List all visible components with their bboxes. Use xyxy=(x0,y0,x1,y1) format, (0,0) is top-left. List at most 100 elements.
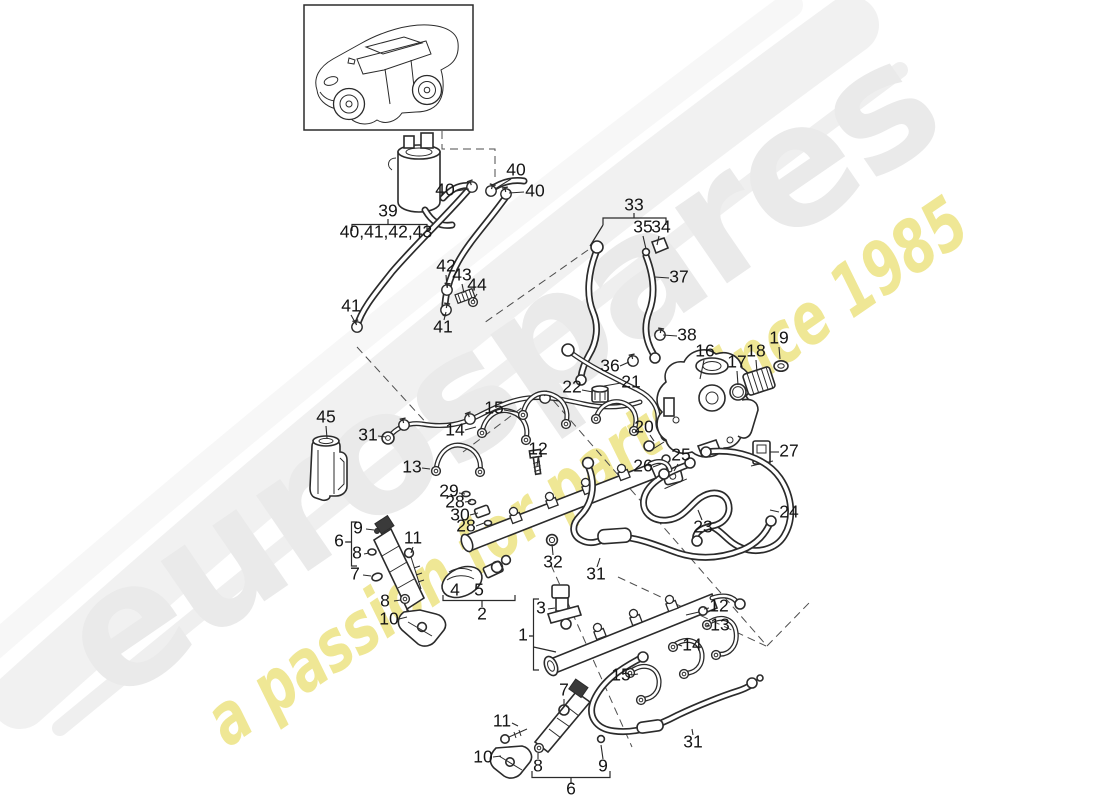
hose-mid-31 xyxy=(574,456,777,558)
leader-line-28 xyxy=(464,500,472,503)
leader-line-16 xyxy=(699,359,705,380)
part-label-37[interactable]: 37 xyxy=(669,267,688,287)
leader-line-14 xyxy=(678,644,683,647)
part-label-24[interactable]: 24 xyxy=(779,502,799,522)
part-label-6[interactable]: 6 xyxy=(566,779,576,799)
part-label-18[interactable]: 18 xyxy=(746,341,765,361)
bracket-6-lower xyxy=(531,771,611,784)
hose-lower-31 xyxy=(592,651,764,734)
leader-line-31 xyxy=(691,728,694,736)
part-label-40[interactable]: 40 xyxy=(525,181,545,201)
part-label-11[interactable]: 11 xyxy=(493,711,511,731)
part-label-41[interactable]: 41 xyxy=(433,317,452,337)
leader-line-40 xyxy=(455,188,470,192)
part-label-40[interactable]: 40 xyxy=(435,180,455,200)
pressure-hoses xyxy=(644,446,791,551)
part-label-7[interactable]: 7 xyxy=(559,680,569,700)
part-label-42[interactable]: 42 xyxy=(436,256,455,276)
part-label-13[interactable]: 13 xyxy=(402,457,421,477)
leader-line-26 xyxy=(652,463,662,468)
part-label-27[interactable]: 27 xyxy=(779,441,798,461)
part-label-23[interactable]: 23 xyxy=(693,517,712,537)
part-label-38[interactable]: 38 xyxy=(677,325,696,345)
part-label-15[interactable]: 15 xyxy=(484,398,503,418)
part-label-15[interactable]: 15 xyxy=(611,665,630,685)
part-label-13[interactable]: 13 xyxy=(710,615,729,635)
part-label-32[interactable]: 32 xyxy=(543,552,562,572)
part-label-36[interactable]: 36 xyxy=(600,356,619,376)
leader-line-7 xyxy=(362,574,372,577)
part-label-34[interactable]: 34 xyxy=(651,217,671,237)
part-label-4[interactable]: 4 xyxy=(450,580,460,600)
part-label-28[interactable]: 28 xyxy=(445,492,464,512)
part-label-14[interactable]: 14 xyxy=(682,635,702,655)
hose-end-fitting xyxy=(746,677,758,689)
watermark-swoosh xyxy=(52,62,908,736)
part-label-2[interactable]: 2 xyxy=(477,604,487,624)
part-label-33[interactable]: 33 xyxy=(624,195,643,215)
part-label-43[interactable]: 43 xyxy=(452,265,471,285)
part-label-30[interactable]: 30 xyxy=(450,505,470,525)
part-label-8[interactable]: 8 xyxy=(380,591,390,611)
fuel-filter-canister xyxy=(397,151,441,213)
part-label-35[interactable]: 35 xyxy=(633,217,652,237)
leader-line-3 xyxy=(547,607,556,610)
part-label-3[interactable]: 3 xyxy=(536,598,546,618)
part-label-6[interactable]: 6 xyxy=(334,531,344,551)
leader-line-38 xyxy=(662,334,678,337)
leader-line-17 xyxy=(736,370,739,386)
part-label-26[interactable]: 26 xyxy=(633,456,652,476)
part-label-12[interactable]: 12 xyxy=(528,439,547,459)
leader-line-40 xyxy=(494,178,512,190)
part-label-1[interactable]: 1 xyxy=(518,625,528,645)
part-label-39[interactable]: 39 xyxy=(378,201,397,221)
part-label-21[interactable]: 21 xyxy=(621,372,640,392)
part-label-12[interactable]: 12 xyxy=(709,596,728,616)
part-label-29[interactable]: 29 xyxy=(439,481,458,501)
part-label-20[interactable]: 20 xyxy=(634,417,654,437)
part-label-31[interactable]: 31 xyxy=(358,425,377,445)
part-label-19[interactable]: 19 xyxy=(769,328,788,348)
filter-element-18 xyxy=(742,366,776,396)
watermark-swoosh xyxy=(0,0,879,729)
part-label-25[interactable]: 25 xyxy=(671,445,690,465)
part-label-40,41,42,43[interactable]: 40,41,42,43 xyxy=(340,222,432,242)
part-label-40[interactable]: 40 xyxy=(506,160,526,180)
seal-9 xyxy=(596,734,606,744)
part-label-45[interactable]: 45 xyxy=(316,407,335,427)
part-label-8[interactable]: 8 xyxy=(533,756,543,776)
nut-8 xyxy=(399,593,411,605)
part-label-31[interactable]: 31 xyxy=(683,732,702,752)
part-label-7[interactable]: 7 xyxy=(350,564,360,584)
part-label-44[interactable]: 44 xyxy=(467,275,487,295)
nut-8 xyxy=(533,742,545,754)
part-label-41[interactable]: 41 xyxy=(341,296,360,316)
seal-35 xyxy=(641,247,651,257)
leader-line-30 xyxy=(469,512,479,516)
part-label-5[interactable]: 5 xyxy=(474,580,484,600)
part-label-28[interactable]: 28 xyxy=(456,516,475,536)
leader-line-35 xyxy=(642,235,647,250)
part-label-9[interactable]: 9 xyxy=(353,518,363,538)
fitting-44 xyxy=(467,296,479,308)
part-label-11[interactable]: 11 xyxy=(404,528,422,548)
part-label-8[interactable]: 8 xyxy=(352,543,362,563)
bracket-2 xyxy=(442,595,516,607)
part-label-31[interactable]: 31 xyxy=(586,564,605,584)
part-label-16[interactable]: 16 xyxy=(695,341,714,361)
leader-line-31 xyxy=(377,435,387,438)
part-label-10[interactable]: 10 xyxy=(379,609,399,629)
part-label-9[interactable]: 9 xyxy=(598,756,608,776)
fuel-filter-assembly xyxy=(349,132,524,335)
part-label-17[interactable]: 17 xyxy=(727,352,746,372)
leader-line-14 xyxy=(464,426,477,431)
part-label-14[interactable]: 14 xyxy=(445,420,465,440)
mount-bracket-45 xyxy=(309,435,348,502)
leader-line-9 xyxy=(600,744,604,760)
part-label-10[interactable]: 10 xyxy=(473,747,493,767)
leader-line-32 xyxy=(551,543,554,556)
part-label-22[interactable]: 22 xyxy=(562,377,581,397)
leader-line-12 xyxy=(536,457,539,467)
